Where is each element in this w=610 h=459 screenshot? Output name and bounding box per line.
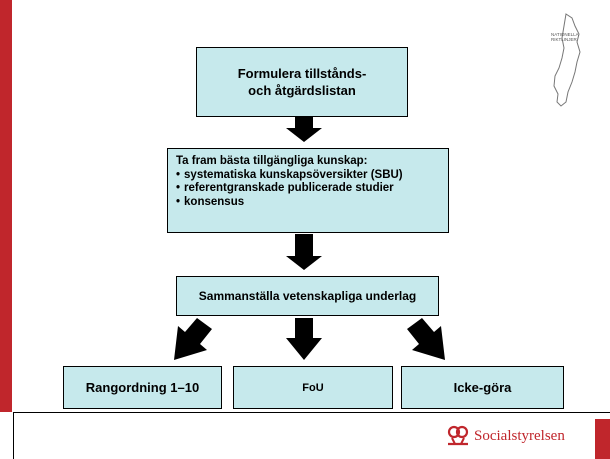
brand-name: Socialstyrelsen <box>474 427 565 444</box>
step-formulera-line-1: Formulera tillstånds- <box>237 66 367 81</box>
arrow-down-3 <box>286 318 322 360</box>
outcome-icke-gora-label: Icke-göra <box>453 380 512 395</box>
bottom-right-accent <box>595 419 610 459</box>
left-divider-line <box>13 412 14 459</box>
logo-line-2: RIKTLINJER <box>551 37 577 42</box>
outcome-fou-label: FoU <box>302 381 324 394</box>
socialstyrelsen-logo: Socialstyrelsen <box>446 423 565 449</box>
step-formulera-line-2: och åtgärdslistan <box>248 83 356 98</box>
outcome-rangordning-box: Rangordning 1–10 <box>63 366 222 409</box>
outcome-fou-box: FoU <box>233 366 393 409</box>
bottom-divider-line <box>13 412 610 413</box>
list-item: systematiska kunskapsöversikter (SBU) <box>176 169 440 183</box>
nationella-riktlinjer-logo: NATIONELLA RIKTLINJER <box>544 12 588 110</box>
step-kunskap-heading: Ta fram bästa tillgängliga kunskap: <box>176 155 368 167</box>
step-formulera-box: Formulera tillstånds- och åtgärdslistan <box>196 47 408 117</box>
arrow-down-2 <box>286 234 322 270</box>
sweden-map-icon <box>553 13 581 107</box>
logo-caption: NATIONELLA RIKTLINJER <box>551 32 579 42</box>
arrow-down-left <box>174 318 212 360</box>
list-item: referentgranskade publicerade studier <box>176 182 440 196</box>
arrow-down-right <box>407 318 445 360</box>
left-accent-bar <box>0 0 12 412</box>
socialstyrelsen-logo-icon <box>447 425 469 446</box>
list-item: konsensus <box>176 196 440 210</box>
outcome-rangordning-label: Rangordning 1–10 <box>85 380 200 395</box>
step-kunskap-list: systematiska kunskapsöversikter (SBU) re… <box>176 169 440 210</box>
logo-line-1: NATIONELLA <box>551 32 579 37</box>
step-sammanstalla-box: Sammanställa vetenskapliga underlag <box>176 276 439 316</box>
outcome-icke-gora-box: Icke-göra <box>401 366 564 409</box>
step-kunskap-box: Ta fram bästa tillgängliga kunskap: syst… <box>167 148 449 233</box>
step-sammanstalla-label: Sammanställa vetenskapliga underlag <box>198 289 417 303</box>
